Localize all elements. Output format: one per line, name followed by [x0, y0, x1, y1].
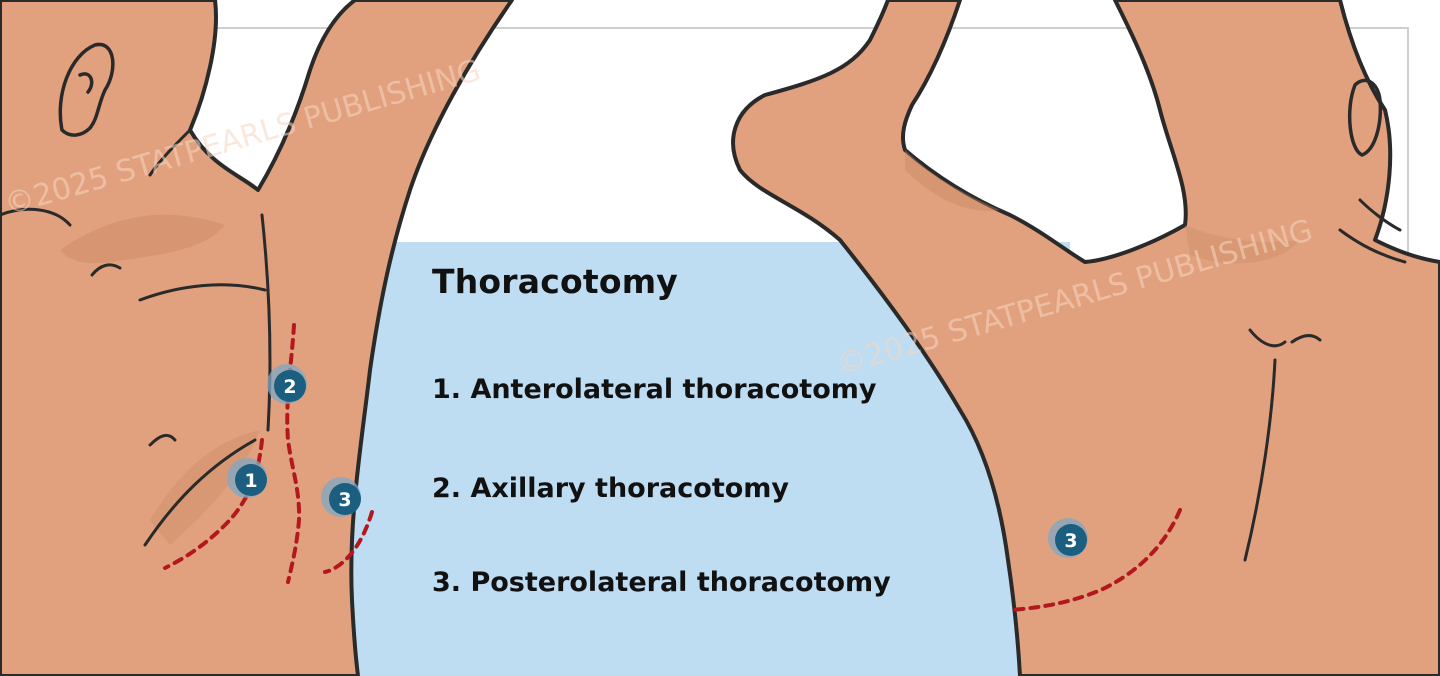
left-figure-ear: [58, 42, 115, 137]
right-figure-back: [731, 0, 1440, 676]
legend-item-anterolateral: 1. Anterolateral thoracotomy: [432, 374, 877, 405]
legend-title: Thoracotomy: [432, 262, 678, 301]
right-figure-shadow: [905, 150, 1000, 211]
legend-item-axillary: 2. Axillary thoracotomy: [432, 473, 790, 504]
left-figure-chest-shadow: [150, 430, 260, 545]
left-figure-shadow: [60, 214, 225, 264]
marker-2-front: 2: [267, 364, 307, 404]
marker-3-back: 3: [1048, 518, 1088, 558]
marker-3-back-label: 3: [1064, 530, 1077, 552]
incision-posterolateral-back: [1008, 508, 1182, 612]
right-figure-ear: [1347, 78, 1383, 157]
left-figure-torso: [0, 0, 514, 676]
left-figure-lines: [0, 128, 272, 547]
marker-3-front: 3: [321, 477, 361, 517]
marker-1-front: 1: [227, 458, 267, 498]
marker-2-label: 2: [283, 376, 296, 398]
marker-3-label: 3: [338, 489, 351, 511]
legend-item-posterolateral: 3. Posterolateral thoracotomy: [432, 567, 891, 598]
right-figure-lines: [1243, 198, 1407, 562]
incision-posterolateral-front: [323, 510, 374, 574]
right-figure-neck-shadow: [1185, 225, 1300, 264]
marker-1-label: 1: [244, 470, 257, 492]
